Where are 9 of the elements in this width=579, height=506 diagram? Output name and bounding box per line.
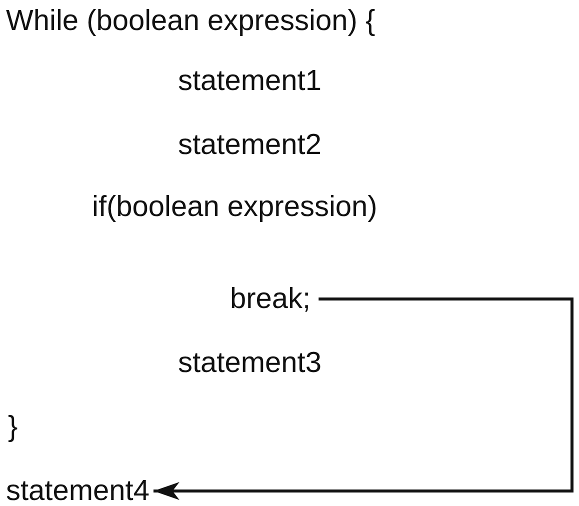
code-line: statement1 — [178, 64, 322, 98]
code-line: statement3 — [178, 346, 322, 380]
code-line: While (boolean expression) { — [6, 4, 376, 38]
code-line: if(boolean expression) — [92, 190, 378, 224]
code-line: statement2 — [178, 128, 322, 162]
arrow — [153, 298, 574, 500]
closing-brace: } — [8, 410, 18, 444]
code-line: statement4 — [6, 474, 150, 506]
code-line: break; — [230, 282, 311, 316]
